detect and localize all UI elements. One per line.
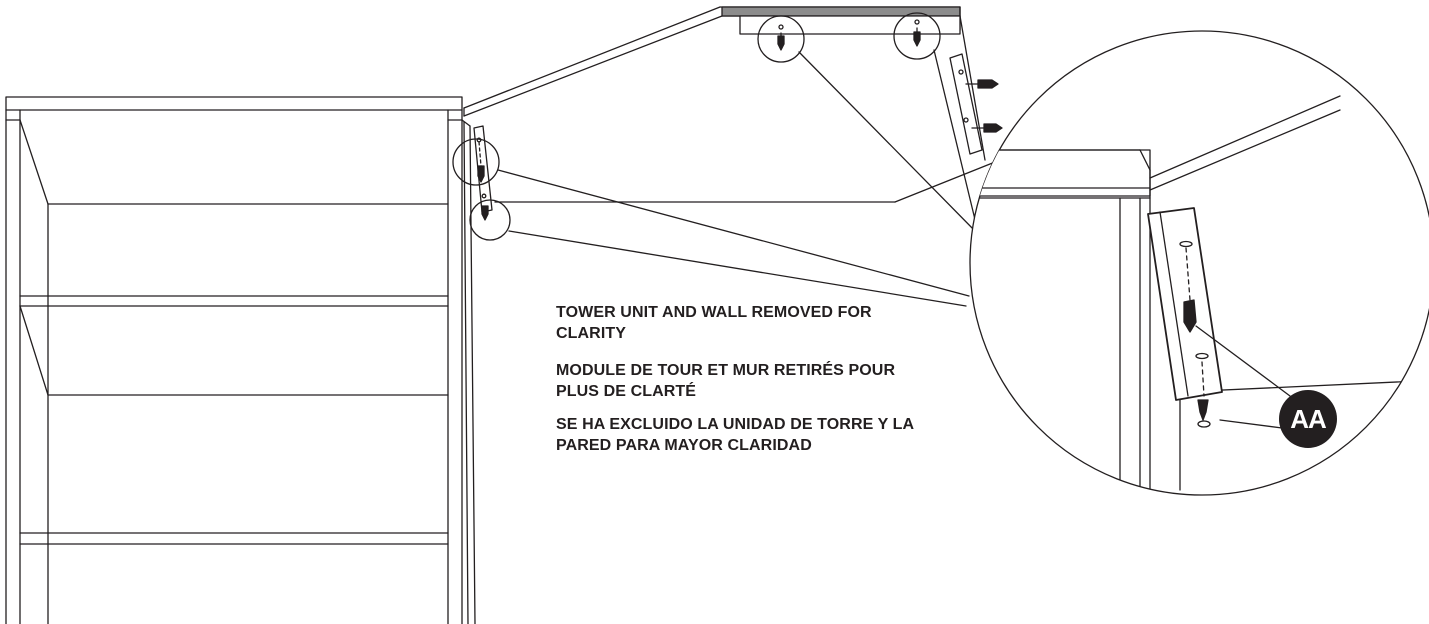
- note-french: MODULE DE TOUR ET MUR RETIRÉS POUR PLUS …: [556, 362, 896, 400]
- magnified-detail: [969, 30, 1429, 496]
- top-bracket: [739, 15, 961, 51]
- bookcase: [5, 96, 463, 624]
- side-bracket: [949, 53, 1003, 155]
- leader-lines: [497, 49, 979, 307]
- note-spanish: SE HA EXCLUIDO LA UNIDAD DE TORRE Y LA P…: [556, 416, 914, 454]
- bookcase-bracket: [473, 125, 493, 221]
- part-label-badge: AA: [1279, 390, 1337, 448]
- note-english: TOWER UNIT AND WALL REMOVED FOR CLARITY: [556, 304, 872, 342]
- detail-circles: [452, 12, 941, 241]
